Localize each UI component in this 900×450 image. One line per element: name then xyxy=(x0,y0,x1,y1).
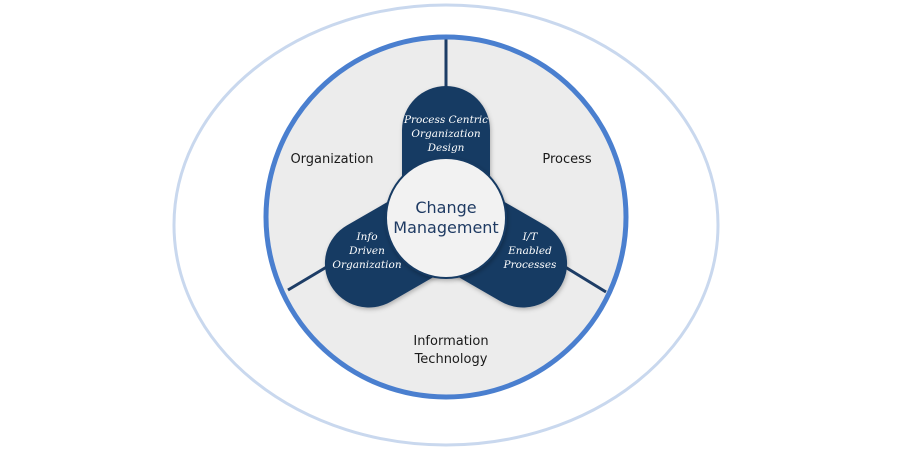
petal-top-line2: Organization xyxy=(411,128,480,140)
petal-right-line3: Processes xyxy=(503,259,557,271)
sector-label-process: Process xyxy=(542,152,592,167)
petal-right-line1: I/T xyxy=(522,231,539,243)
sector-label-information: Information xyxy=(413,334,488,349)
petal-left-line1: Info xyxy=(355,231,377,243)
petal-top-line3: Design xyxy=(427,142,465,154)
petal-left-line2: Driven xyxy=(348,245,385,257)
petal-top-line1: Process Centric xyxy=(403,114,488,126)
petal-left-line3: Organization xyxy=(332,259,401,271)
main-ring xyxy=(263,34,629,400)
center-title-line1: Change xyxy=(415,198,476,217)
sector-label-organization: Organization xyxy=(290,152,373,167)
sector-label-technology: Technology xyxy=(414,352,488,367)
center-circle xyxy=(385,157,507,279)
center-title-line2: Management xyxy=(393,218,498,237)
petal-right-line2: Enabled xyxy=(507,245,552,257)
